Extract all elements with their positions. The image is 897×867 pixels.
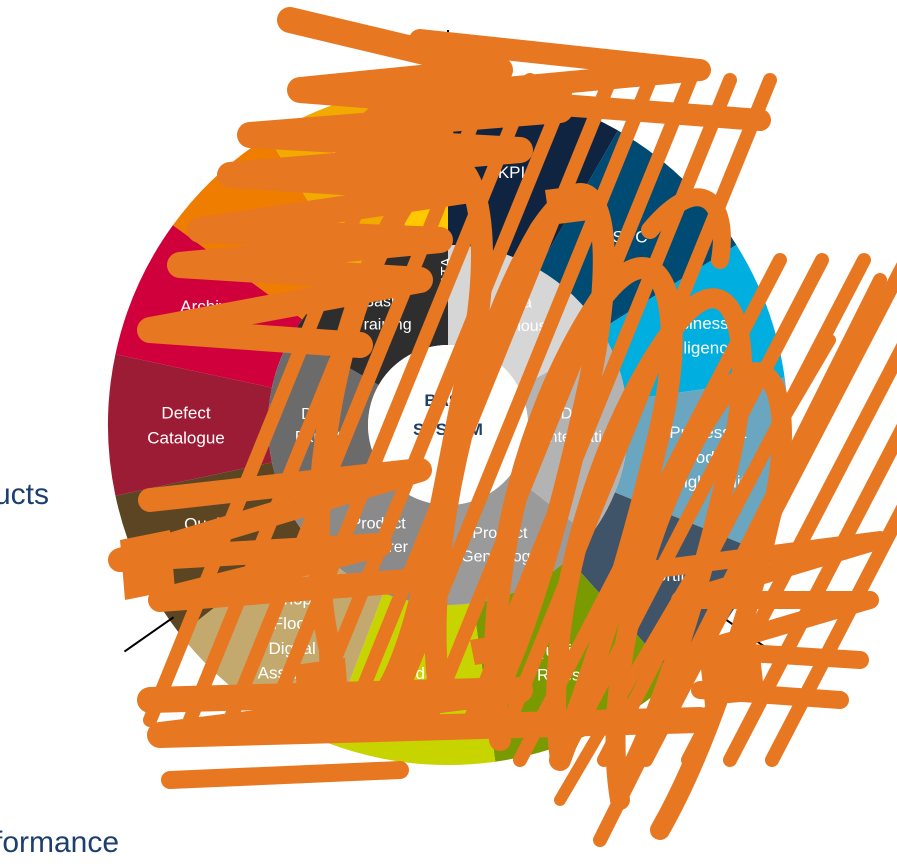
scribble-stroke (307, 151, 493, 728)
scribble-stroke (463, 73, 737, 727)
scribble-stroke (546, 288, 752, 800)
scribble-stroke (143, 73, 417, 727)
scribble-blob (295, 658, 350, 728)
scribble-stroke (555, 253, 829, 767)
scribble-stroke (161, 761, 409, 789)
scribble-overlay (108, 7, 897, 847)
scribble-blob (545, 185, 590, 225)
scribble-stroke (641, 188, 731, 269)
scribble-stroke (351, 85, 454, 209)
scribble-stroke (137, 7, 573, 358)
scribble-stroke (483, 257, 683, 771)
segment-spc (538, 130, 737, 330)
side-text-performance: formance (0, 826, 120, 859)
scribble-blob (700, 655, 765, 705)
scribble-stroke (513, 253, 787, 767)
scribble-stroke (424, 183, 615, 731)
scribble-stroke (765, 504, 897, 767)
segment-defect-catalogue-label: Catalogue (147, 428, 225, 447)
scribble-blob (470, 635, 505, 665)
scribble-stroke (303, 73, 577, 727)
segment-defect-catalogue (107, 354, 272, 496)
scribble-stroke (641, 531, 889, 669)
side-text-products: ucts (0, 478, 50, 511)
segment-defect-catalogue-label: Defect (161, 404, 210, 423)
scribble-stroke (723, 423, 897, 767)
scribble-stroke (223, 73, 497, 727)
scribble-stroke (423, 73, 697, 727)
scribble-blob (120, 530, 175, 600)
separator-line (123, 616, 175, 653)
